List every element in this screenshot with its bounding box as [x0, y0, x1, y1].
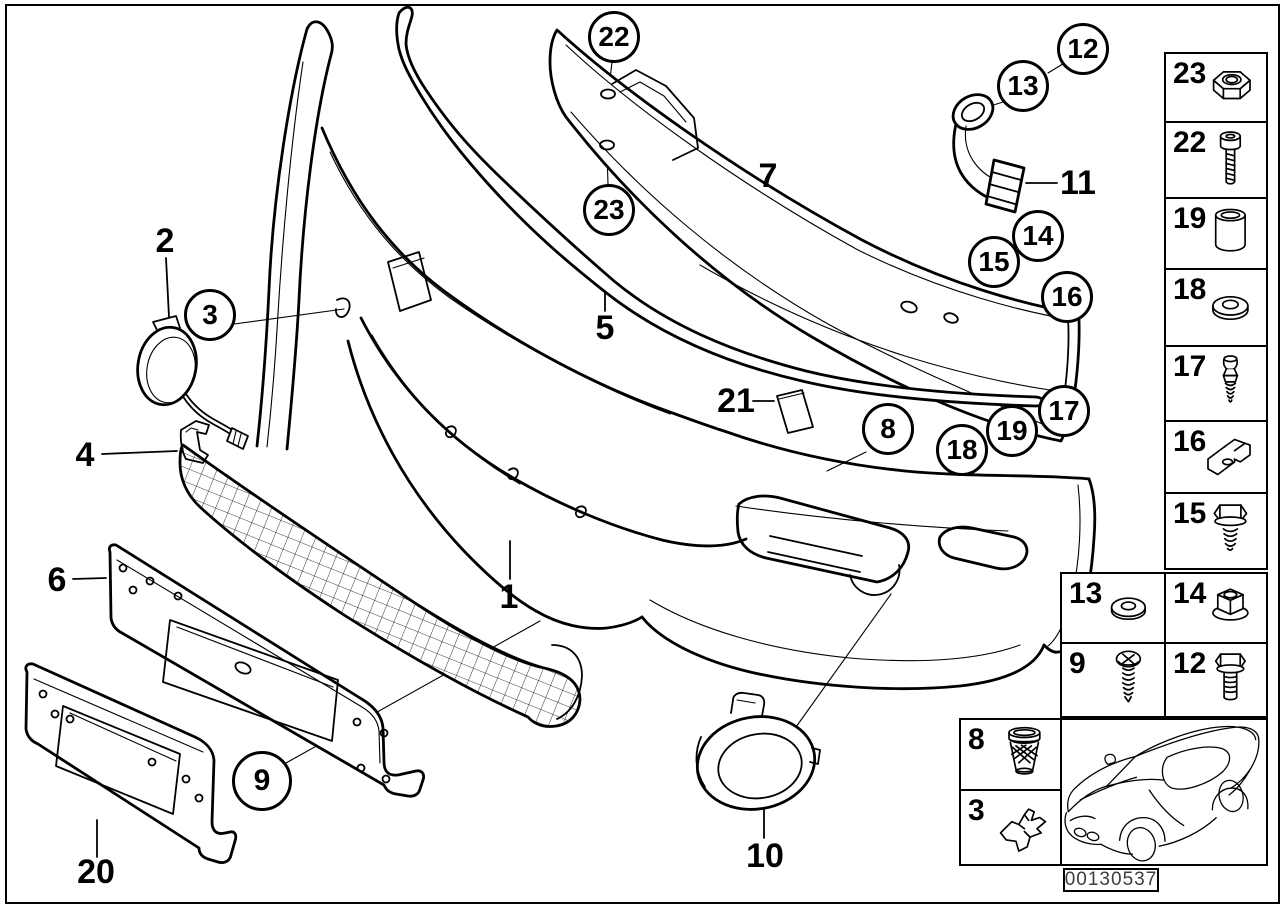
callout-11[interactable]: 11 [1060, 164, 1096, 202]
phillips-screw-icon [1115, 650, 1142, 703]
legend-cell-19[interactable]: 19 [1164, 197, 1268, 270]
hex-nut-icon [1212, 70, 1251, 99]
legend-cell-12[interactable]: 12 [1164, 642, 1268, 718]
legend-num: 3 [968, 794, 985, 827]
callout-18[interactable]: 18 [936, 424, 988, 476]
bumper-carrier-part [548, 28, 1081, 443]
impact-strip-part [395, 5, 1045, 408]
bracket-part-11 [951, 93, 1026, 214]
legend-cell-16[interactable]: 16 [1164, 420, 1268, 494]
cage-clip-icon [1207, 438, 1251, 476]
callout-2[interactable]: 2 [155, 222, 175, 260]
callout-5[interactable]: 5 [595, 309, 615, 347]
legend-num: 13 [1069, 577, 1103, 610]
legend-cell-18[interactable]: 18 [1164, 268, 1268, 347]
legend-num: 18 [1173, 273, 1207, 306]
fog-lamp-ring-part [695, 691, 821, 811]
mesh-grille-part [178, 443, 583, 728]
mounting-clip-icon [999, 807, 1047, 852]
flange-bolt-icon [1214, 653, 1246, 701]
car-sketch-icon [1064, 725, 1260, 862]
legend-cell-17[interactable]: 17 [1164, 345, 1268, 422]
leader-lines [72, 61, 1067, 858]
callout-9[interactable]: 9 [232, 751, 292, 811]
callout-16[interactable]: 16 [1041, 271, 1093, 323]
legend-cell-13[interactable]: 13 [1060, 572, 1166, 644]
legend-cell-14[interactable]: 14 [1164, 572, 1268, 644]
callout-15[interactable]: 15 [968, 236, 1020, 288]
legend-cell-15[interactable]: 15 [1164, 492, 1268, 570]
legend-num: 22 [1173, 126, 1207, 159]
callout-20[interactable]: 20 [77, 853, 115, 891]
legend-cell-23[interactable]: 23 [1164, 52, 1268, 123]
callout-17[interactable]: 17 [1038, 385, 1090, 437]
legend-num: 17 [1173, 350, 1207, 383]
callout-21[interactable]: 21 [717, 382, 755, 420]
callout-12[interactable]: 12 [1057, 23, 1109, 75]
legend-num: 12 [1173, 647, 1207, 680]
bumper-trim-panel-part [255, 20, 1097, 691]
tow-eye-cover-part [136, 315, 249, 450]
callout-3[interactable]: 3 [184, 289, 236, 341]
ball-pin-screw-icon [1222, 354, 1239, 403]
image-code: 00130537 [1063, 868, 1159, 892]
legend-cell-8[interactable]: 8 [959, 718, 1062, 791]
callout-7[interactable]: 7 [758, 157, 778, 195]
callout-1[interactable]: 1 [499, 578, 519, 616]
vehicle-thumbnail [1060, 718, 1268, 866]
spacer-sleeve-icon [1214, 208, 1246, 252]
washer-icon [1110, 597, 1147, 621]
page-border [5, 4, 1280, 904]
callout-14[interactable]: 14 [1012, 210, 1064, 262]
license-plate-base-part [107, 543, 425, 798]
callout-19[interactable]: 19 [986, 405, 1038, 457]
sticker-part-21 [776, 389, 814, 434]
washer-icon [1212, 295, 1249, 320]
license-plate-filler-part [24, 662, 238, 864]
expanding-grommet-icon [1008, 726, 1041, 775]
callout-8[interactable]: 8 [862, 403, 914, 455]
callout-6[interactable]: 6 [47, 561, 67, 599]
legend-num: 8 [968, 723, 985, 756]
callout-4[interactable]: 4 [75, 436, 95, 474]
callout-10[interactable]: 10 [746, 837, 784, 875]
legend-num: 19 [1173, 202, 1207, 235]
legend-num: 14 [1173, 577, 1207, 610]
legend-num: 9 [1069, 647, 1086, 680]
callout-23[interactable]: 23 [583, 184, 635, 236]
bracket-part-4 [179, 420, 210, 464]
legend-num: 16 [1173, 425, 1207, 458]
legend-num: 23 [1173, 57, 1207, 90]
socket-head-screw-icon [1219, 131, 1242, 185]
flange-nut-icon [1212, 588, 1249, 621]
legend-num: 15 [1173, 497, 1207, 530]
legend-cell-9[interactable]: 9 [1060, 642, 1166, 718]
callout-22[interactable]: 22 [588, 11, 640, 63]
callout-13[interactable]: 13 [997, 60, 1049, 112]
hex-screw-icon [1213, 504, 1248, 552]
legend-cell-22[interactable]: 22 [1164, 121, 1268, 199]
legend-cell-3[interactable]: 3 [959, 789, 1062, 866]
